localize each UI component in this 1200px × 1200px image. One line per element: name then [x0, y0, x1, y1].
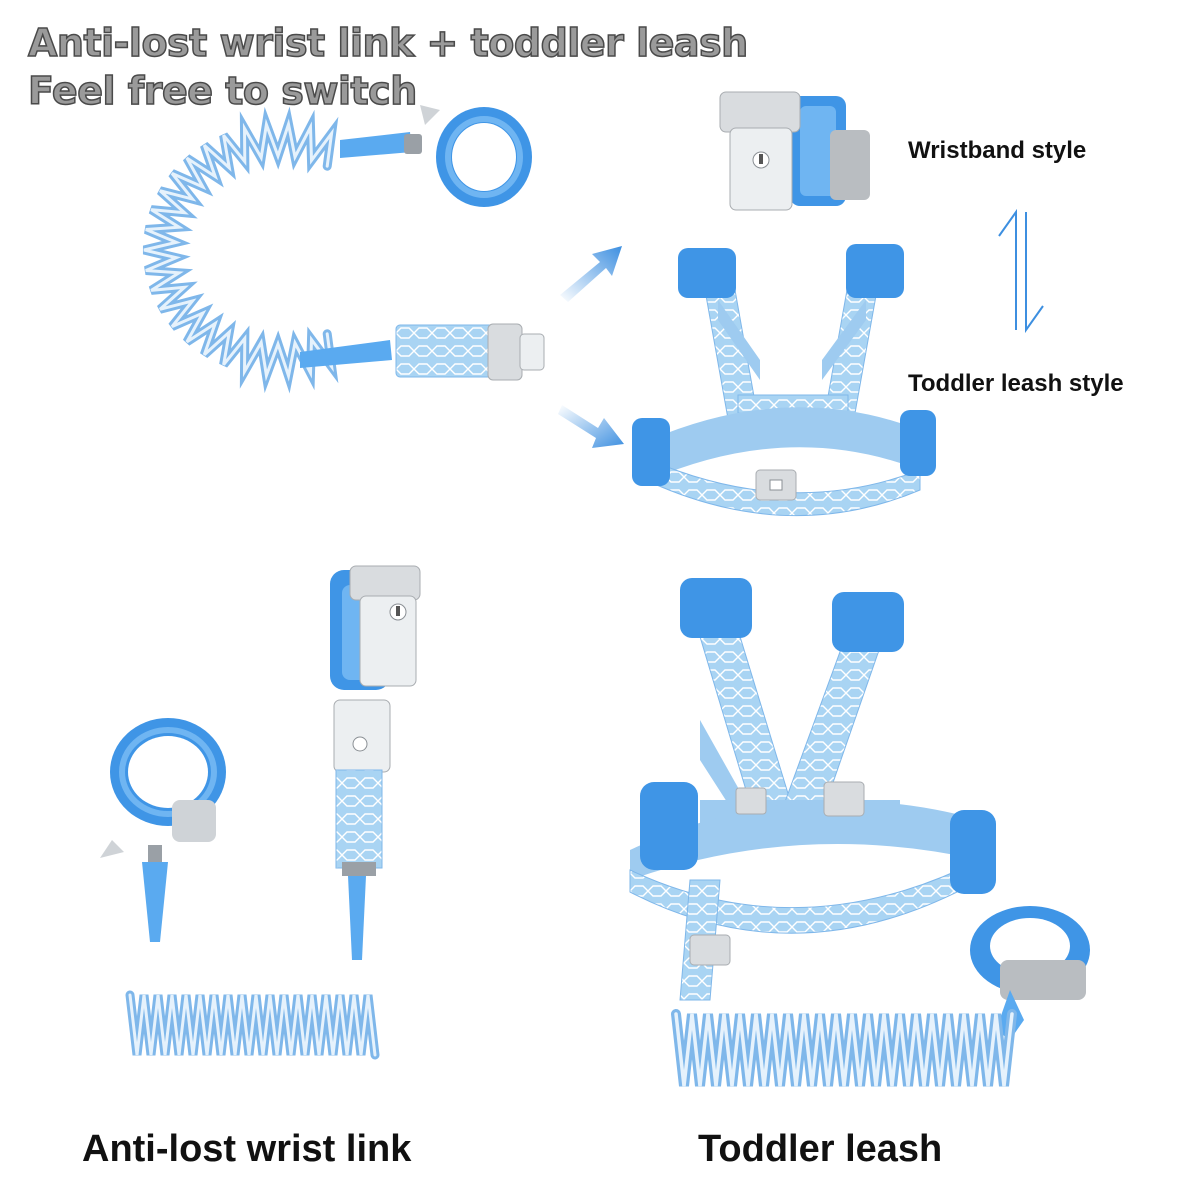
- toddler-leash-style-label: Toddler leash style: [908, 370, 1124, 397]
- harness-style-image: [632, 244, 936, 517]
- anti-lost-wrist-link-image: [100, 565, 421, 1060]
- toddler-leash-image: [629, 578, 1090, 1087]
- caption-toddler-leash: Toddler leash: [698, 1128, 943, 1170]
- switch-arrows-icon: [998, 208, 1044, 334]
- wristband-style-label: Wristband style: [908, 137, 1087, 164]
- caption-anti-lost-wrist-link: Anti-lost wrist link: [82, 1128, 412, 1170]
- headline-line-1: Anti-lost wrist link + toddler leash: [27, 21, 749, 65]
- top-wrist-link-image: [142, 105, 545, 394]
- wristband-style-image: [719, 91, 870, 211]
- arrow-to-harness-icon: [558, 405, 624, 448]
- arrow-to-wristband-icon: [560, 246, 622, 302]
- headline-line-2: Feel free to switch: [27, 69, 418, 113]
